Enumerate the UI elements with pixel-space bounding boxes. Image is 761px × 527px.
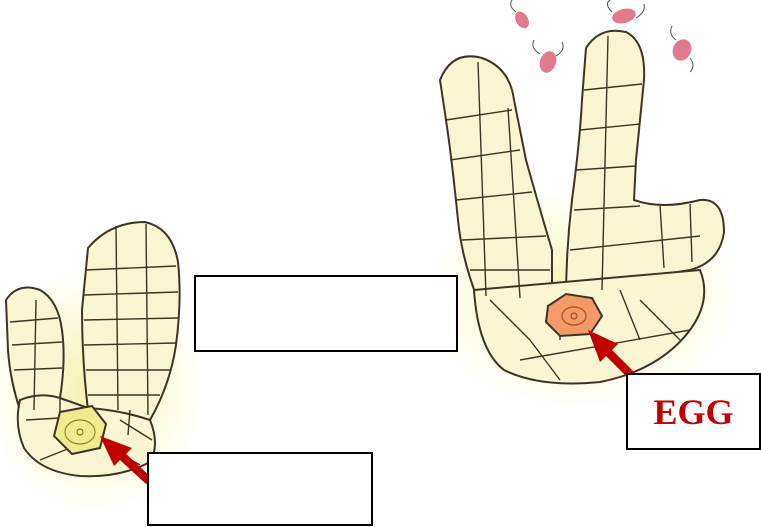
egg-label-box[interactable]: EGG (626, 373, 761, 450)
sperm-cell-icon (511, 0, 532, 31)
sperm-cell-icon (669, 26, 695, 72)
blank-label-box-bottom[interactable] (147, 452, 373, 526)
right-archegonium (420, 31, 740, 410)
egg-label-text: EGG (653, 391, 733, 433)
sperm-cell-icon (533, 40, 563, 75)
sperm-cell-icon (607, 0, 644, 26)
blank-label-box-middle[interactable] (194, 275, 458, 352)
